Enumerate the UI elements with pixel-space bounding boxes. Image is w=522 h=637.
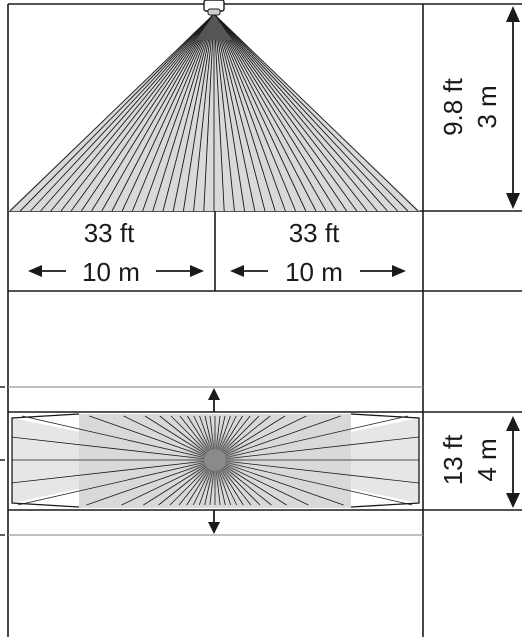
mounting-height-meters-label: 3 m	[472, 85, 502, 129]
side-cone-ray	[213, 13, 235, 212]
side-cone-apex-shade	[196, 14, 232, 40]
mounting-height-arrow	[506, 6, 520, 209]
right-width-meters-label: 10 m	[285, 257, 343, 287]
side-cone-ray	[213, 13, 398, 212]
left-zone-outline	[11, 413, 80, 508]
side-cone-ray	[162, 13, 215, 212]
left-edge-ticks	[0, 386, 5, 536]
top-zone-ray	[22, 415, 216, 461]
mounting-height-feet-label: 9.8 ft	[438, 78, 468, 136]
zone-width-feet-label: 13 ft	[438, 434, 468, 486]
side-cone-ray	[213, 13, 327, 212]
side-cone-ray	[81, 13, 215, 212]
side-cone-ray	[30, 13, 215, 212]
top-zone-ray	[17, 459, 216, 506]
top-zone-ray	[11, 436, 216, 461]
side-cone-ray	[213, 13, 337, 212]
left-width-feet-label: 33 ft	[83, 218, 135, 248]
side-cone-ray	[19, 13, 215, 212]
side-cone-ray	[213, 13, 347, 212]
side-cone-ray	[60, 13, 215, 212]
top-zone-ray	[214, 459, 420, 484]
side-cone-ray	[182, 13, 215, 212]
side-cone-ray	[213, 13, 378, 212]
zone-width-arrow	[506, 416, 520, 508]
top-zone-ray	[11, 459, 216, 484]
side-cone-ray	[9, 13, 215, 212]
top-zone-ray	[214, 436, 420, 461]
side-cone-ray	[213, 13, 368, 212]
side-cone-ray	[213, 13, 388, 212]
right-width-arrow	[230, 265, 406, 277]
top-zone-ray	[214, 459, 413, 506]
side-cone-ray	[213, 13, 276, 212]
side-cone-ray	[131, 13, 215, 212]
side-cone-ray	[40, 13, 215, 212]
side-cone-ray	[213, 13, 307, 212]
side-cone-ray	[142, 13, 215, 212]
zone-width-meters-label: 4 m	[472, 438, 502, 482]
side-cone-ray	[213, 13, 266, 212]
right-width-feet-label: 33 ft	[288, 218, 340, 248]
side-cone-ray	[213, 13, 297, 212]
side-cone-ray	[172, 13, 215, 212]
side-cone-ray	[152, 13, 215, 212]
side-cone-ray	[213, 13, 409, 212]
top-view-vertical-arrows	[208, 388, 220, 534]
width-arrows	[28, 265, 406, 277]
side-cone-ray	[213, 13, 256, 212]
side-cone-ray	[213, 13, 419, 212]
side-view-detection-cone	[8, 13, 420, 212]
side-cone-ray	[111, 13, 215, 212]
side-cone-ray	[203, 13, 215, 212]
side-cone-ray	[193, 13, 215, 212]
side-cone-ray	[213, 13, 286, 212]
left-width-arrow	[28, 265, 204, 277]
side-cone-ray	[213, 13, 317, 212]
right-zone-outline	[350, 413, 420, 508]
side-cone-ray	[91, 13, 215, 212]
top-zone-ray	[214, 415, 408, 461]
ceiling-sensor-icon	[203, 0, 225, 16]
zone-center-dot	[204, 449, 226, 471]
top-view-detection-zone	[11, 413, 420, 508]
side-cone-ray	[50, 13, 215, 212]
side-cone-ray	[213, 13, 225, 212]
side-cone-ray	[213, 13, 246, 212]
side-cone-ray	[121, 13, 215, 212]
side-cone-ray	[101, 13, 215, 212]
side-cone-ray	[70, 13, 215, 212]
left-width-meters-label: 10 m	[82, 257, 140, 287]
side-cone-ray	[213, 13, 358, 212]
